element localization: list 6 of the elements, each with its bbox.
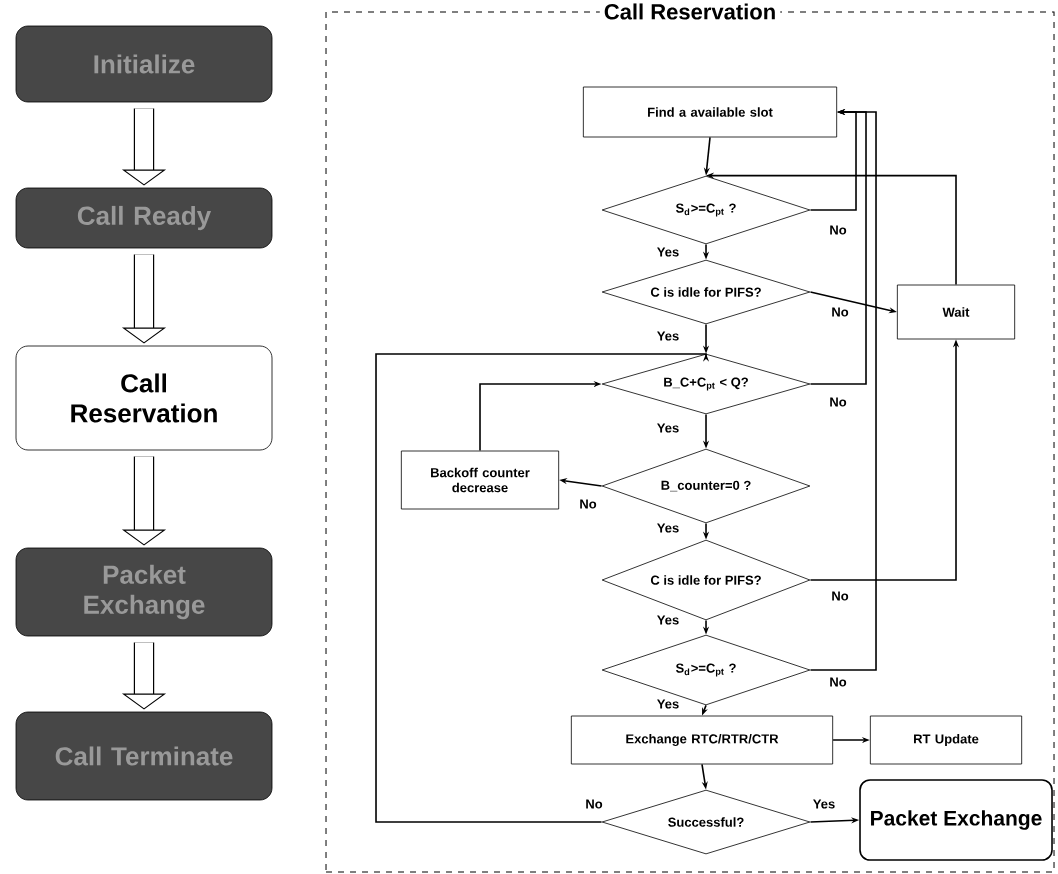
stage-box: Initialize xyxy=(15,25,273,103)
stage-box: Call Ready xyxy=(15,187,273,249)
stage-box: Call Reservation xyxy=(15,345,273,451)
stage-box: Call Terminate xyxy=(15,711,273,801)
stage-box: Packet Exchange xyxy=(15,547,273,637)
terminal-box: Packet Exchange xyxy=(859,779,1053,861)
